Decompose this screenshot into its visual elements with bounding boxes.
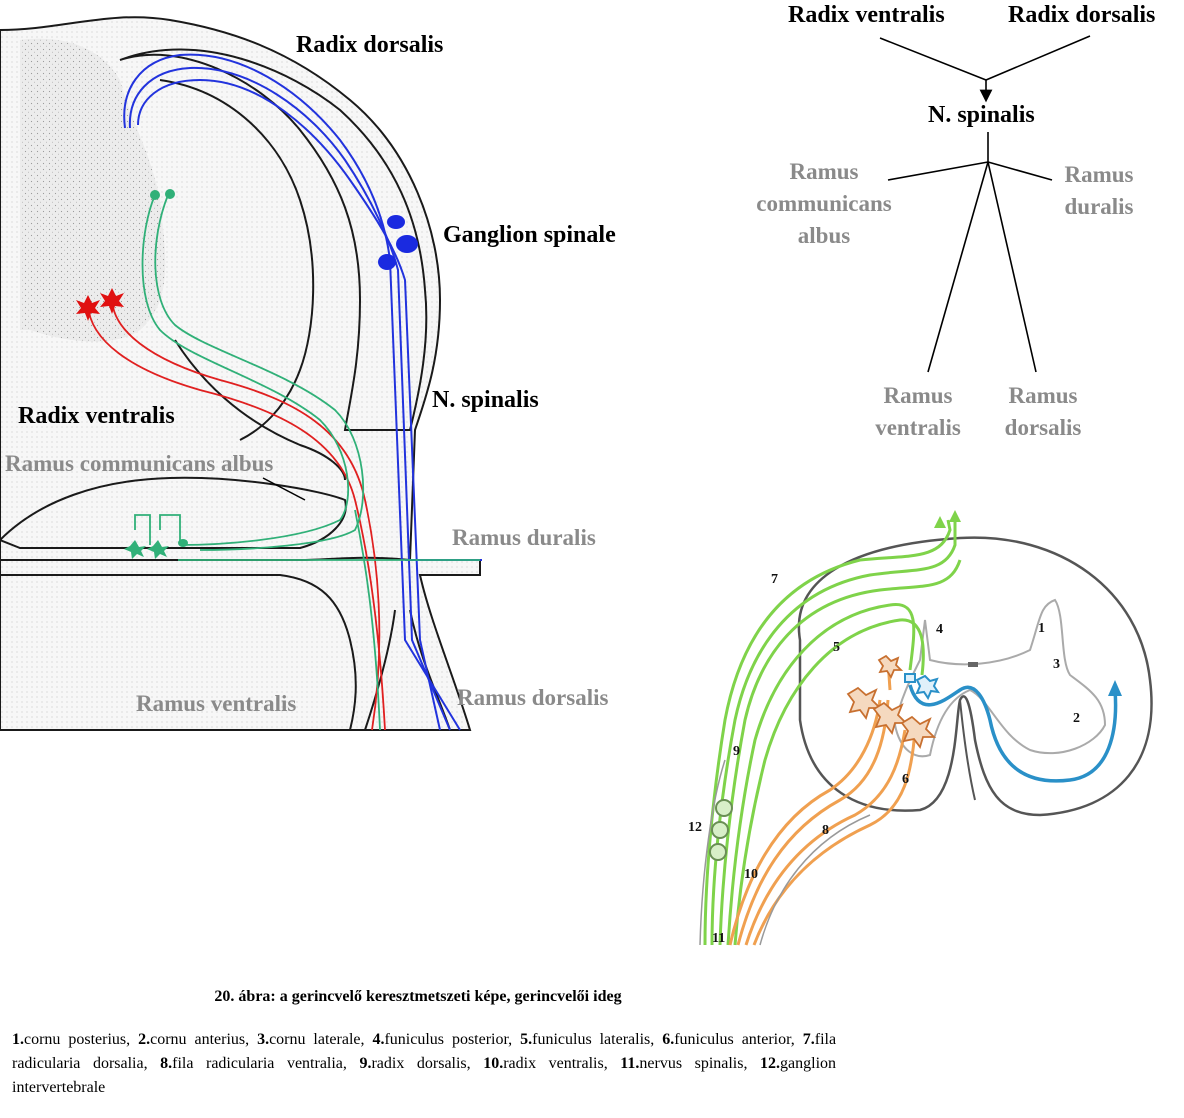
tree-ramus-communicans-3: albus (798, 223, 850, 248)
label-radix-dorsalis: Radix dorsalis (296, 32, 443, 58)
legend-item: 10.radix ventralis, (483, 1055, 621, 1072)
num-4: 4 (936, 622, 943, 637)
legend-item: 5.funiculus lateralis, (520, 1031, 663, 1048)
num-11: 11 (712, 931, 725, 946)
tree-ramus-duralis-2: duralis (1064, 194, 1133, 219)
ventral-bulge (0, 476, 347, 549)
motor-fibers (87, 297, 386, 731)
tree-ramus-dorsalis-2: dorsalis (1005, 415, 1082, 440)
num-3: 3 (1053, 657, 1060, 672)
legend-item: 2.cornu anterius, (138, 1031, 258, 1048)
autonomic-fibers (134, 194, 480, 731)
tree-ramus-ventralis-1: Ramus (883, 383, 952, 408)
green-arrowheads (934, 510, 961, 528)
tree-n-spinalis: N. spinalis (928, 102, 1035, 128)
motor-neurons (76, 288, 124, 321)
num-7: 7 (771, 572, 778, 587)
label-n-spinalis: N. spinalis (432, 387, 539, 413)
blue-fiber (908, 684, 1118, 783)
legend-item: 1.cornu posterius, (12, 1031, 139, 1048)
label-ramus-communicans-albus: Ramus communicans albus (5, 451, 273, 476)
num-10: 10 (744, 867, 758, 882)
legend-item: 8.fila radicularia ventralia, (160, 1055, 360, 1072)
dorsal-root-sleeve (119, 48, 428, 431)
label-ramus-ventralis: Ramus ventralis (136, 691, 296, 716)
num-8: 8 (822, 823, 829, 838)
legend-item: 12.ganglion intervertebrale (12, 1055, 837, 1096)
intervertebral-ganglion-cells (709, 799, 733, 861)
legend-item: 4.funiculus posterior, (372, 1031, 521, 1048)
tree-radix-ventralis: Radix ventralis (788, 2, 945, 28)
tree-ramus-communicans-2: communicans (756, 191, 892, 216)
gray-matter (20, 38, 166, 342)
legend-item: 9.radix dorsalis, (359, 1055, 484, 1072)
tree-ramus-communicans-1: Ramus (789, 159, 858, 184)
cross-motor-neurons (846, 654, 937, 749)
legend-item: 11.nervus spinalis, (620, 1055, 761, 1072)
num-12: 12 (688, 820, 702, 835)
diagram-canvas: Radix dorsalis Ganglion spinale N. spina… (0, 0, 1155, 946)
figure-legend: 1.cornu posterius, 2.cornu anterius, 3.c… (12, 1028, 836, 1100)
sensory-fibers (123, 53, 482, 731)
num-2: 2 (1073, 711, 1080, 726)
label-ramus-duralis: Ramus duralis (452, 525, 596, 550)
figure-caption: 20. ábra: a gerincvelő keresztmetszeti k… (214, 988, 622, 1005)
tree-ramus-ventralis-2: ventralis (875, 415, 961, 440)
num-9: 9 (733, 744, 740, 759)
num-6: 6 (902, 772, 909, 787)
label-ramus-dorsalis: Ramus dorsalis (457, 685, 608, 710)
spinal-cord-cross-section: 1 2 3 4 5 6 7 8 9 10 11 12 (688, 510, 1153, 946)
label-radix-ventralis: Radix ventralis (18, 403, 175, 429)
spinal-nerve-illustration: Radix dorsalis Ganglion spinale N. spina… (0, 0, 616, 735)
num-1: 1 (1038, 621, 1045, 636)
blue-neurons (904, 673, 941, 701)
autonomic-neurons (124, 189, 188, 559)
tree-ramus-dorsalis-1: Ramus (1008, 383, 1077, 408)
tree-radix-dorsalis: Radix dorsalis (1008, 2, 1155, 28)
num-5: 5 (833, 640, 840, 655)
legend-item: 7.fila radicularia dorsalia, (12, 1031, 837, 1072)
legend-item: 6.funiculus anterior, (662, 1031, 803, 1048)
label-ganglion-spinale: Ganglion spinale (443, 222, 616, 248)
tree-ramus-duralis-1: Ramus (1064, 162, 1133, 187)
legend-item: 3.cornu laterale, (257, 1031, 373, 1048)
ganglion-cells (378, 215, 418, 270)
nerve-branch-tree: Radix ventralis Radix dorsalis N. spinal… (756, 2, 1155, 440)
